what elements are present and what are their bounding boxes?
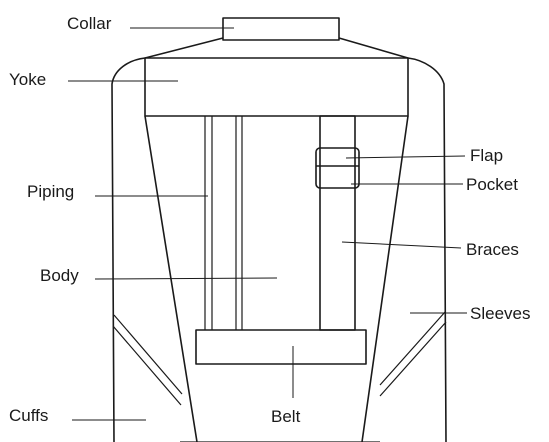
label-yoke: Yoke [9, 70, 46, 89]
label-belt: Belt [271, 407, 301, 426]
braces-leader [341, 241, 462, 249]
left-cuff-shape [112, 314, 183, 406]
yoke-shape [144, 57, 409, 117]
label-piping: Piping [27, 182, 74, 201]
label-collar: Collar [67, 14, 112, 33]
jacket-drawing [111, 17, 447, 442]
leader-lines [68, 27, 467, 421]
right-sleeve-shape [361, 57, 447, 442]
flap-leader [345, 155, 466, 159]
label-sleeves: Sleeves [470, 304, 530, 323]
label-cuffs: Cuffs [9, 406, 48, 425]
label-body: Body [40, 266, 79, 285]
pocket-shape [315, 147, 360, 189]
label-braces: Braces [466, 240, 519, 259]
right-cuff-shape [379, 311, 447, 397]
piping-shape [204, 116, 243, 330]
part-labels: Collar Yoke Flap Pocket Piping Braces Bo… [9, 14, 530, 426]
shoulder-line [144, 37, 409, 59]
belt-shape [195, 329, 367, 365]
label-pocket: Pocket [466, 175, 518, 194]
collar-shape [222, 17, 340, 41]
body-leader [94, 277, 278, 280]
label-flap: Flap [470, 146, 503, 165]
